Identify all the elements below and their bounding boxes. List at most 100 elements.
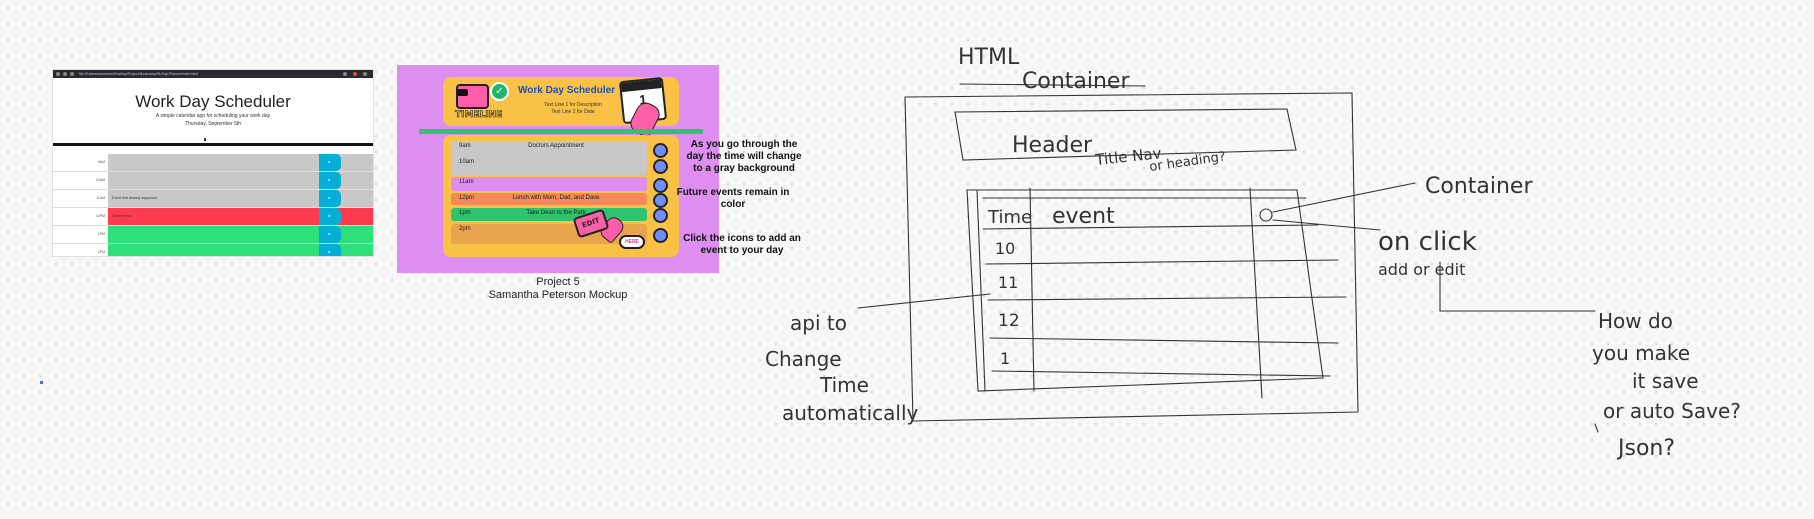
add-event-button[interactable] <box>653 208 668 223</box>
row-line-12 <box>989 337 1339 344</box>
caption-author: Samantha Peterson Mockup <box>488 289 628 301</box>
header-row-line <box>982 224 1319 230</box>
row-line-1 <box>991 370 1331 377</box>
sketch-question-3: it save <box>1632 369 1699 393</box>
profile-icon <box>353 72 357 76</box>
sketch-question-4: or auto Save? <box>1603 399 1741 423</box>
save-pointer-line <box>1439 261 1596 312</box>
sketch-onclick-note: on click <box>1378 227 1477 257</box>
sketch-question-1: How do <box>1598 309 1673 333</box>
time-column-line <box>1029 187 1035 392</box>
mockup-description: Text Line 1 for Description <box>544 102 602 108</box>
sketch-hour-10: 10 <box>995 239 1015 258</box>
timeline-logo: TIMELINE <box>455 110 503 121</box>
mockup-row: 12pm Lunch with Mom, Dad, and Dave <box>451 193 647 205</box>
app-title: Work Day Scheduler <box>135 92 291 111</box>
header-divider <box>53 143 373 146</box>
add-event-button[interactable] <box>653 228 668 243</box>
timeblock-row: 1PM <box>53 226 373 244</box>
question-dot <box>1594 423 1599 433</box>
mockup-time: 11am <box>459 179 474 185</box>
add-event-button[interactable] <box>653 178 668 193</box>
card-icon <box>456 84 489 109</box>
sketch-html-label: HTML <box>958 45 1020 70</box>
back-icon <box>56 72 60 76</box>
event-textarea[interactable] <box>108 244 373 256</box>
browser-toolbar: file:///Users/username/Desktop/Project-B… <box>53 70 373 78</box>
here-sticker: HERE <box>619 235 645 249</box>
container-pointer-line <box>1272 182 1416 213</box>
note-click-icons: Click the icons to add an event to your … <box>683 233 801 256</box>
event-textarea[interactable] <box>108 226 373 243</box>
current-date: Thursday, September 5th <box>184 121 242 127</box>
timeblock-row: 12PM Current Hour <box>53 208 373 226</box>
save-button[interactable] <box>319 208 341 225</box>
add-event-button[interactable] <box>653 143 668 158</box>
event-textarea[interactable] <box>108 172 373 189</box>
sketch-api-note-4: automatically <box>782 401 919 425</box>
save-button[interactable] <box>319 226 341 243</box>
url-text: file:///Users/username/Desktop/Project-B… <box>79 72 199 76</box>
note-future-events: Future events remain in color <box>676 187 790 210</box>
mockup-time: 9am <box>459 143 471 149</box>
hour-label: 1PM <box>97 232 105 236</box>
onclick-pointer-line <box>1272 219 1381 231</box>
sketch-add-edit-note: add or edit <box>1378 260 1465 279</box>
selection-marker <box>40 381 43 384</box>
header-box <box>954 108 1297 161</box>
reload-icon <box>70 72 74 76</box>
add-event-button[interactable] <box>653 193 668 208</box>
outer-container-box <box>904 92 1359 422</box>
sketch-api-note-1: api to <box>790 311 847 335</box>
design-mockup: ✓ TIMELINE Work Day Scheduler Text Line … <box>397 65 719 273</box>
timeblock-row: 9AM <box>53 154 373 172</box>
mockup-row: 9am 10am Doctors Appointment <box>451 141 647 175</box>
forward-icon <box>63 72 67 76</box>
menu-icon <box>363 72 367 76</box>
sketch-time-column: Time <box>987 207 1032 228</box>
timeblock-list: 9AM 10AM 11AM Event that already happene… <box>53 154 373 256</box>
card-chip-icon <box>457 89 468 96</box>
row-line-11 <box>987 296 1347 301</box>
save-button[interactable] <box>319 244 341 256</box>
sketch-hour-11: 11 <box>998 273 1018 292</box>
mockup-title: Work Day Scheduler <box>518 85 616 96</box>
mockup-date: Text Line 2 for Date <box>551 109 595 115</box>
sketch-event-column: event <box>1052 204 1115 229</box>
timeblock-row: 2PM <box>53 244 373 256</box>
sketch-question-2: you make <box>1592 341 1690 365</box>
mockup-time: 1pm <box>459 210 471 216</box>
hour-label: 10AM <box>95 178 105 182</box>
row-line-10 <box>985 259 1339 265</box>
extension-icon <box>343 72 347 76</box>
sketch-hour-12: 12 <box>998 311 1020 331</box>
table-outline <box>966 189 1324 392</box>
event-text: Event that already happened <box>112 196 157 200</box>
timeblock-row: 11AM Event that already happened <box>53 190 373 208</box>
hour-label: 9AM <box>97 160 105 164</box>
timeblock-row: 10AM <box>53 172 373 190</box>
button-column-line <box>1249 187 1263 399</box>
event-textarea[interactable] <box>108 154 373 171</box>
mockup-row: 11am <box>451 177 647 191</box>
check-icon: ✓ <box>490 82 509 101</box>
event-textarea[interactable]: Event that already happened <box>108 190 373 207</box>
add-event-button[interactable] <box>653 159 668 174</box>
save-button[interactable] <box>319 190 341 207</box>
event-textarea[interactable]: Current Hour <box>108 208 373 225</box>
sketch-container-note: Container <box>1425 174 1533 199</box>
sketch-question-5: Json? <box>1616 436 1675 461</box>
container-underline <box>959 83 1146 87</box>
api-pointer-line <box>857 293 991 309</box>
header-divider <box>419 129 703 134</box>
sketch-hour-1: 1 <box>1000 349 1010 368</box>
add-circle-icon <box>1259 208 1273 222</box>
mockup-time: 12pm <box>459 195 475 201</box>
mockup-event: Doctors Appointment <box>528 143 584 149</box>
save-button[interactable] <box>319 172 341 189</box>
sketch-container-label: Container <box>1022 69 1130 94</box>
mouse-cursor-icon <box>204 138 206 141</box>
hour-label: 12PM <box>95 214 105 218</box>
mockup-time: 10am <box>459 159 475 165</box>
save-button[interactable] <box>319 154 341 171</box>
